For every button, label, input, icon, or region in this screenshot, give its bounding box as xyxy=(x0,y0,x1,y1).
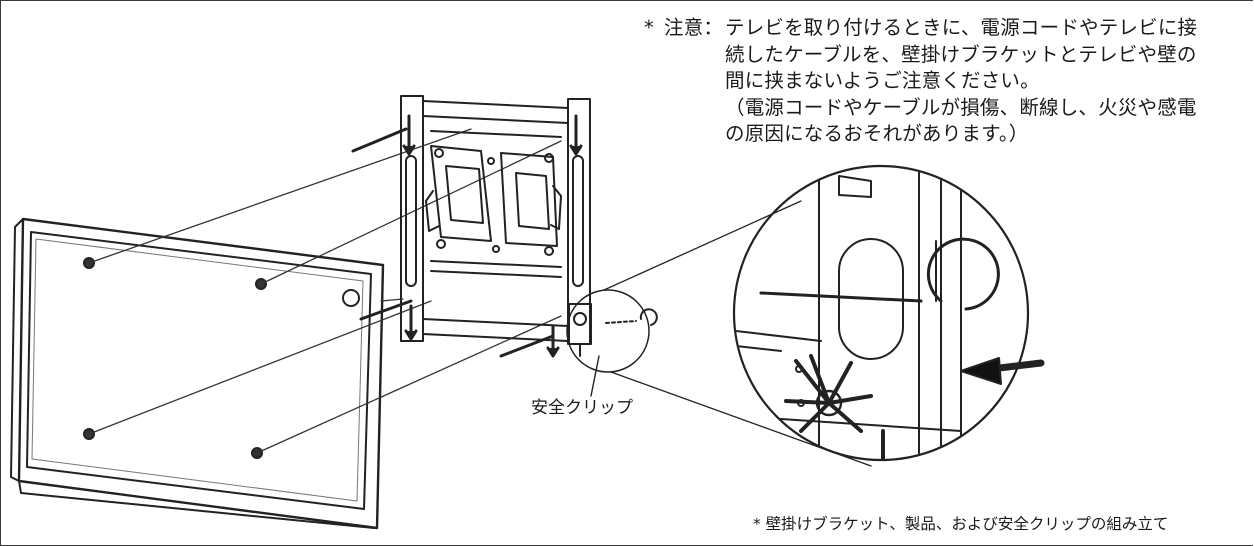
safety-clip-small xyxy=(568,303,658,397)
caution-heading: 注意： xyxy=(664,16,724,39)
magnified-detail xyxy=(732,164,1045,462)
caution-line: （電源コードやケーブルが損傷、断線し、火災や感電 xyxy=(725,95,1197,119)
caution-note: * 注意： テレビを取り付けるときに、電源コードやテレビに接 続したケーブルを、… xyxy=(644,15,1253,148)
insertion-arrows xyxy=(351,114,583,358)
assembly-footnote: * 壁掛けブラケット、製品、および安全クリップの組み立て xyxy=(753,515,1169,533)
caution-mark: * xyxy=(644,16,654,39)
zoom-source-circle xyxy=(566,289,650,373)
alignment-lines xyxy=(88,128,562,454)
wall-bracket-drawing xyxy=(400,95,591,345)
caution-line: の原因になるおそれがあります。） xyxy=(725,122,1029,145)
caution-line: 間に挟まないようご注意ください。 xyxy=(725,69,1040,92)
tv-drawing xyxy=(10,217,385,530)
safety-clip-label: 安全クリップ xyxy=(531,398,633,418)
caution-line: テレビを取り付けるときに、電源コードやテレビに接 xyxy=(725,16,1198,39)
caution-line: 続したケーブルを、壁掛けブラケットとテレビや壁の xyxy=(725,42,1197,66)
